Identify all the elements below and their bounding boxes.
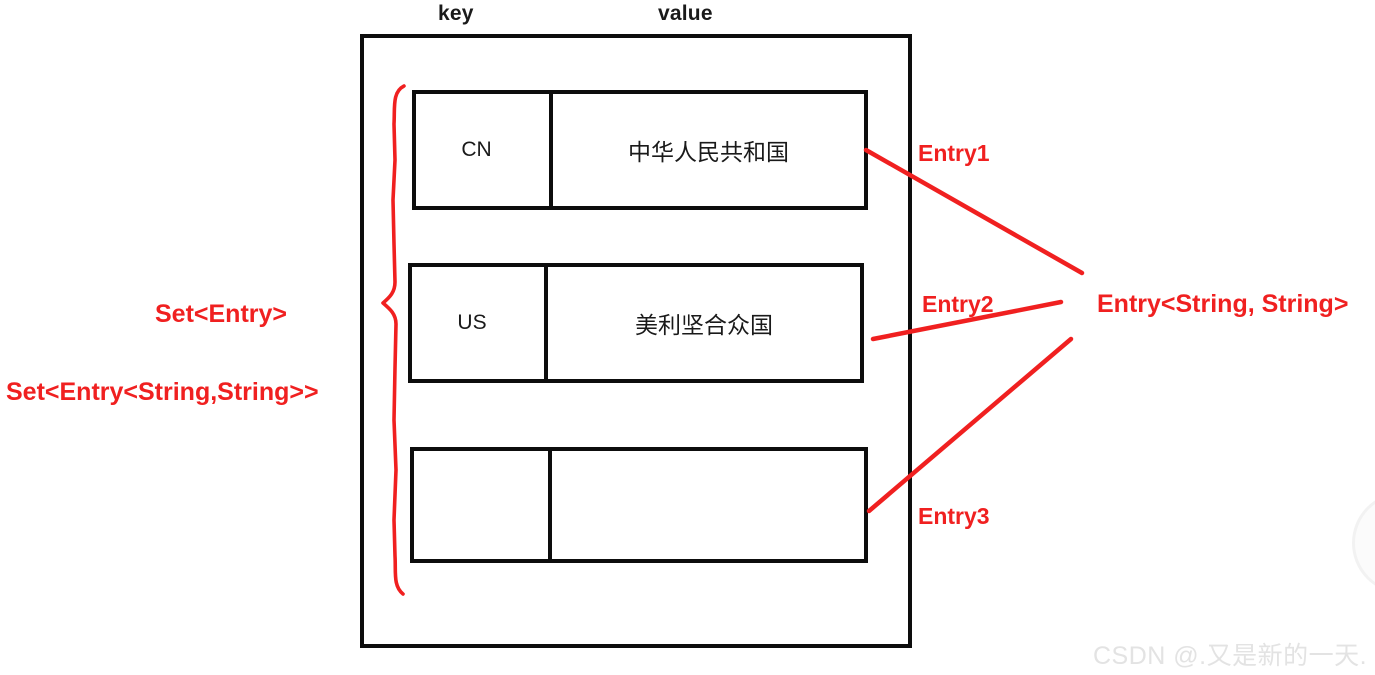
table-row: CN 中华人民共和国 — [412, 90, 868, 210]
entry-value-text: 美利坚合众国 — [635, 312, 773, 338]
entry-value-text: 中华人民共和国 — [628, 139, 789, 165]
watermark-orb-decoration — [1352, 492, 1375, 594]
entry-value-cell — [552, 451, 864, 559]
entry-key-cell: CN — [416, 94, 553, 206]
entry-value-cell: 美利坚合众国 — [548, 267, 860, 379]
entry-key-text: US — [457, 311, 487, 334]
table-row — [410, 447, 868, 563]
label-set-entry: Set<Entry> — [155, 300, 288, 328]
label-entry-string-string: Entry<String, String> — [1097, 290, 1349, 318]
label-entry3: Entry3 — [918, 503, 990, 529]
csdn-watermark: CSDN @.又是新的一天. — [1093, 642, 1368, 670]
entry-key-cell — [414, 451, 552, 559]
column-header-value: value — [658, 2, 713, 25]
entry-key-text: CN — [461, 138, 492, 161]
table-row: US 美利坚合众国 — [408, 263, 864, 383]
label-set-entry-string-string: Set<Entry<String,String>> — [6, 378, 319, 406]
label-entry2: Entry2 — [922, 291, 994, 317]
label-entry1: Entry1 — [918, 140, 990, 166]
entry-key-cell: US — [412, 267, 548, 379]
entry-value-cell: 中华人民共和国 — [553, 94, 864, 206]
column-header-key: key — [438, 2, 474, 25]
